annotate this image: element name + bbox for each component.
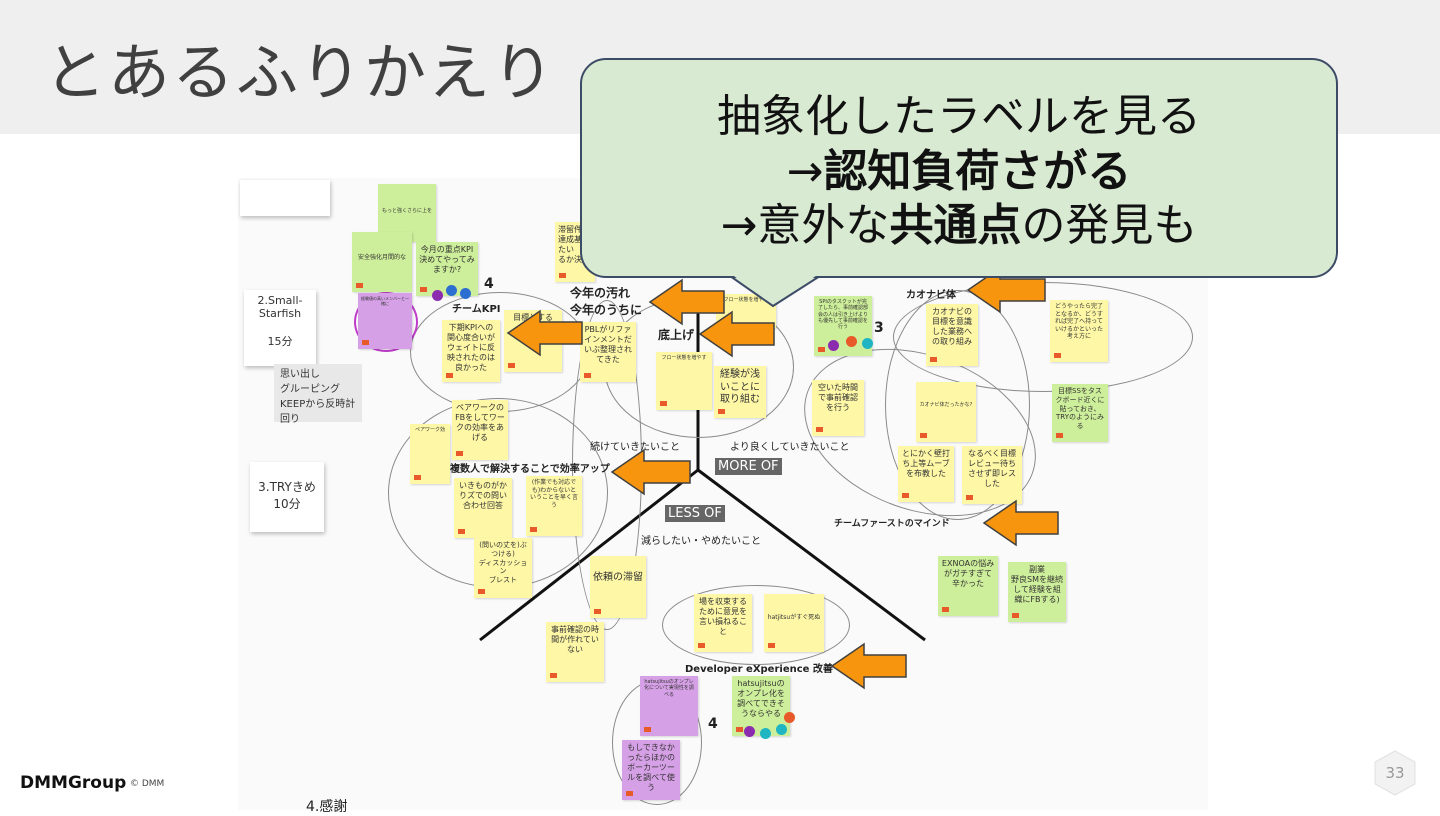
callout-line-1: 抽象化したラベルを見る bbox=[717, 91, 1201, 142]
vote-dot bbox=[432, 290, 443, 301]
arrow-left-icon bbox=[698, 310, 775, 358]
vote-count: 4 bbox=[708, 716, 718, 732]
callout-line-3-bold: 共通点 bbox=[889, 200, 1022, 252]
sticky-note: なるべく目標レビュー待ちさせず即レスした bbox=[962, 446, 1022, 504]
sticky-note: 副業 野良SMを継続して経験を組織にFBする) bbox=[1008, 562, 1066, 622]
sticky-note: 目標SSをタスクボード近くに貼っておき、TRYのようにみる bbox=[1052, 384, 1108, 442]
phase-bullets: 思い出し グルーピング KEEPから反時計回り bbox=[274, 364, 362, 425]
quadrant-less-of: LESS OF bbox=[665, 505, 725, 522]
vote-dot bbox=[460, 288, 471, 299]
slide-title: とあるふりかえり bbox=[44, 36, 557, 109]
group-label-dirt: 今年の汚れ 今年のうちに bbox=[570, 286, 643, 318]
sticky-note: EXNOAの悩みがガチすぎて辛かった bbox=[938, 556, 998, 616]
sticky-note: hatjitsuがすぐ死ぬ bbox=[764, 594, 824, 652]
vote-dot bbox=[760, 728, 771, 739]
sticky-note: カオナビの目標を意識した業務への取り組み bbox=[926, 304, 978, 366]
quadrant-more-of: MORE OF bbox=[715, 458, 782, 475]
side-card-top bbox=[240, 180, 330, 216]
sticky-note: 下期KPIへの関心度合いがウェイトに反映されたのは良かった bbox=[442, 320, 500, 382]
copyright: © DMM bbox=[130, 779, 165, 789]
dmm-group-logo: DMMGroup bbox=[20, 773, 126, 793]
sticky-note: 場を収束するために意見を言い損ねること bbox=[694, 594, 752, 652]
cluster-ellipse bbox=[885, 290, 1030, 520]
arrow-left-icon bbox=[506, 309, 583, 357]
phase-card-starfish: 2.Small- Starfish 15分 bbox=[244, 290, 316, 366]
sticky-note: どうやったら完了となるか、どうすれば完了へ持っていけるかといった考え方に bbox=[1050, 300, 1108, 362]
sticky-note: hatsujitsuのオンプレ化について実現性を調べる bbox=[640, 676, 698, 736]
phase-label: 3.TRYきめ bbox=[258, 480, 316, 494]
callout-line-3-suffix: の発見も bbox=[1021, 200, 1198, 252]
arrow-left-icon bbox=[648, 278, 725, 326]
sticky-note: 依頼の滞留 bbox=[590, 556, 646, 618]
vote-count: 4 bbox=[484, 276, 494, 292]
quadrant-keep: 続けていきたいこと bbox=[590, 442, 680, 453]
group-label-team-first: チームファーストのマインド bbox=[834, 519, 950, 529]
callout-line-3-prefix: →意外な bbox=[720, 200, 890, 252]
vote-count: 3 bbox=[874, 320, 884, 336]
callout-line-2-prefix: → bbox=[786, 145, 824, 197]
group-label-devx: Developer eXperience 改善 bbox=[685, 664, 833, 675]
sticky-note: 経験値の高いメンバーと一緒に bbox=[358, 293, 412, 349]
cluster-ellipse bbox=[662, 585, 850, 665]
sticky-note: 事前確認の時間が作れていない bbox=[546, 622, 604, 682]
vote-dot bbox=[776, 724, 787, 735]
sticky-note: ペアワークのFBをしてワークの効率をあげる bbox=[452, 400, 508, 460]
group-label-pair: 複数人で解決することで効率アップ bbox=[450, 464, 610, 475]
vote-dot bbox=[862, 338, 873, 349]
sticky-note: とにかく壁打ち上等ムーブを布教した bbox=[898, 446, 954, 502]
callout-line-3: →意外な共通点の発見も bbox=[582, 199, 1336, 254]
sticky-note: ペアワーク効 bbox=[410, 424, 450, 484]
sticky-note: (問いの丈を)ぶつける) ディスカッション ブレスト bbox=[474, 538, 532, 598]
vote-dot bbox=[828, 340, 839, 351]
arrow-left-icon bbox=[610, 448, 691, 496]
logo-text: DMMGroup bbox=[20, 773, 127, 793]
callout-line-2: →認知負荷さがる bbox=[582, 145, 1336, 200]
phase-card-try: 3.TRYきめ 10分 bbox=[250, 462, 324, 532]
bullet-item: 思い出し bbox=[280, 369, 320, 380]
sticky-note: 経験が浅いことに取り組む bbox=[714, 366, 766, 418]
arrow-left-icon bbox=[830, 642, 907, 690]
page-number-hexagon bbox=[1374, 750, 1416, 796]
arrow-left-icon bbox=[982, 499, 1059, 547]
vote-dot bbox=[846, 336, 857, 347]
vote-dot bbox=[784, 712, 795, 723]
group-label-bottom-up: 底上げ bbox=[658, 328, 695, 342]
quadrant-less: 減らしたい・やめたいこと bbox=[641, 536, 761, 547]
quadrant-more: より良くしていきたいこと bbox=[730, 442, 850, 453]
sticky-note: もしできなかったらほかのボーカーツールを調べて使う bbox=[622, 740, 680, 800]
phase-time: 10分 bbox=[273, 497, 301, 511]
group-label-team-kpi: チームKPI bbox=[452, 304, 501, 315]
bullet-item: KEEPから反時計回り bbox=[280, 399, 356, 425]
phase-time: 15分 bbox=[267, 335, 293, 348]
sticky-note: (作業でも対応でも)わからないということを早く言う bbox=[526, 476, 582, 536]
bullet-item: グルーピング bbox=[280, 384, 340, 395]
vote-dot bbox=[744, 726, 755, 737]
sticky-note: フロー状態を増やす bbox=[656, 352, 712, 410]
page-number: 33 bbox=[1385, 764, 1405, 782]
sticky-note: いきものがかりズでの問い合わせ回答 bbox=[454, 478, 512, 538]
sticky-note: PBLがリファインメントだいぶ整理されてきた bbox=[580, 322, 636, 382]
sticky-note: 空いた時間で事前確認を行う bbox=[812, 380, 864, 436]
group-label-navi: カオナビ体 bbox=[906, 290, 956, 301]
callout-box: 抽象化したラベルを見る →認知負荷さがる →意外な共通点の発見も bbox=[580, 58, 1338, 278]
vote-dot bbox=[446, 285, 457, 296]
sticky-note: 安全強化月間的な bbox=[352, 232, 412, 292]
sticky-note: カオナビ体だったかな? bbox=[916, 382, 976, 442]
phase-label: 2.Small- Starfish bbox=[257, 294, 303, 320]
callout-line-2-bold: 認知負荷さがる bbox=[823, 145, 1132, 197]
